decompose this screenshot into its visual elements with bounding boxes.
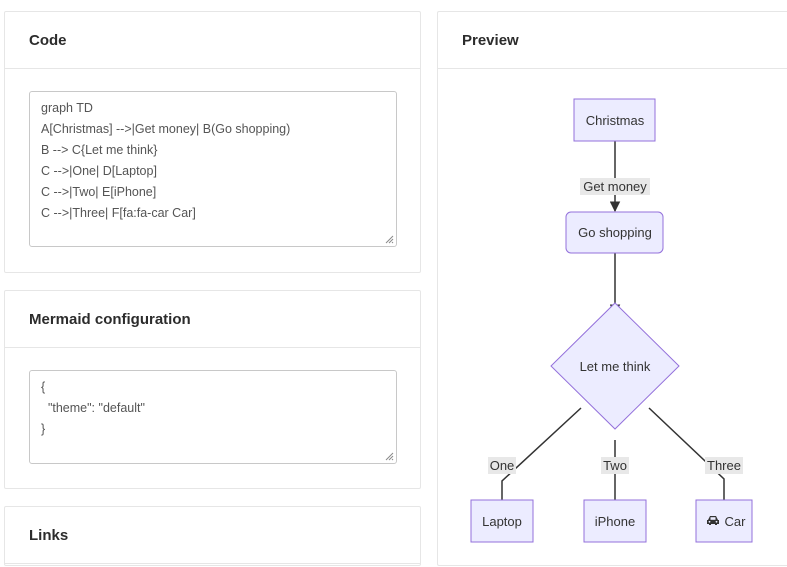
edge-label-get-money: Get money: [580, 178, 650, 195]
node-christmas[interactable]: Christmas: [573, 98, 656, 142]
code-line: C -->|Three| F[fa:fa-car Car]: [41, 206, 196, 220]
code-panel: Code graph TD A[Christmas] -->|Get money…: [4, 11, 421, 273]
code-line: C -->|Two| E[iPhone]: [41, 185, 157, 199]
config-line: {: [41, 380, 46, 394]
code-editor[interactable]: graph TD A[Christmas] -->|Get money| B(G…: [29, 91, 397, 247]
links-panel: Links: [4, 506, 421, 566]
node-go-shopping[interactable]: Go shopping: [565, 211, 664, 254]
config-editor[interactable]: { "theme": "default" }: [29, 370, 397, 464]
code-line: A[Christmas] -->|Get money| B(Go shoppin…: [41, 122, 291, 136]
code-line: B --> C{Let me think}: [41, 143, 158, 157]
config-line: }: [41, 422, 46, 436]
svg-text:Let me think: Let me think: [580, 359, 651, 374]
resize-grip-icon[interactable]: [385, 235, 394, 244]
flowchart-diagram: Get money One Two Three Christmas Go sho…: [470, 98, 753, 543]
svg-text:Get money: Get money: [583, 179, 647, 194]
svg-text:Go shopping: Go shopping: [578, 225, 652, 240]
node-car[interactable]: Car: [695, 499, 753, 543]
links-panel-title: Links: [5, 507, 420, 564]
edge-label-two: Two: [601, 457, 629, 474]
resize-grip-icon[interactable]: [385, 452, 394, 461]
edge-letmethink-car: [648, 407, 730, 511]
svg-text:Two: Two: [603, 458, 627, 473]
svg-text:Three: Three: [707, 458, 741, 473]
preview-panel: Preview Get money One Two Three: [437, 11, 787, 566]
svg-text:Car: Car: [725, 514, 747, 529]
edge-label-one: One: [488, 457, 516, 474]
node-iphone[interactable]: iPhone: [583, 499, 647, 543]
preview-panel-title: Preview: [438, 12, 787, 69]
code-line: C -->|One| D[Laptop]: [41, 164, 157, 178]
config-line: "theme": "default": [41, 401, 145, 415]
edge-label-three: Three: [705, 457, 743, 474]
config-panel: Mermaid configuration { "theme": "defaul…: [4, 290, 421, 489]
svg-text:Christmas: Christmas: [586, 113, 645, 128]
node-laptop[interactable]: Laptop: [470, 499, 534, 543]
code-line: graph TD: [41, 101, 93, 115]
car-icon: [707, 516, 719, 525]
svg-text:iPhone: iPhone: [595, 514, 635, 529]
config-panel-title: Mermaid configuration: [5, 291, 420, 348]
svg-text:One: One: [490, 458, 515, 473]
code-panel-title: Code: [5, 12, 420, 69]
node-let-me-think[interactable]: Let me think: [550, 302, 680, 430]
svg-text:Laptop: Laptop: [482, 514, 522, 529]
